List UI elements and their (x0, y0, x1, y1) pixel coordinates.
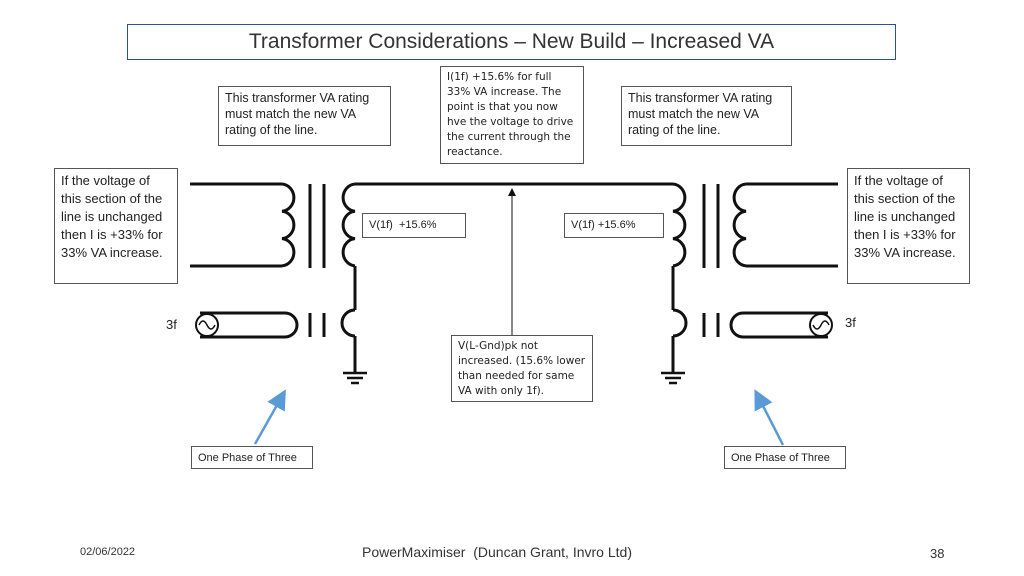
footer-date: 02/06/2022 (80, 546, 136, 558)
right-phase-arrow (754, 389, 785, 446)
right-phase-label: One Phase of Three (724, 446, 846, 469)
left-phase-label: One Phase of Three (191, 446, 313, 469)
current-note: I(1f) +15.6% for full 33% VA increase. T… (440, 66, 584, 164)
left-phase-arrow (253, 389, 286, 445)
left-source-label: 3f (166, 317, 177, 332)
right-voltage-note: If the voltage of this section of the li… (847, 168, 970, 284)
footer-center: PowerMaximiser (Duncan Grant, Invro Ltd) (362, 544, 632, 560)
vlgnd-note: V(L-Gnd)pk not increased. (15.6% lower t… (451, 335, 593, 402)
right-v1f-label: V(1f) +15.6% (564, 213, 664, 238)
page-number: 38 (930, 546, 945, 561)
left-v1f-label: V(1f) +15.6% (362, 213, 466, 238)
left-transformer (188, 182, 369, 385)
slide-title: Transformer Considerations – New Build –… (127, 24, 896, 60)
right-transformer (659, 182, 840, 385)
left-voltage-note: If the voltage of this section of the li… (54, 168, 178, 284)
right-source-label: 3f (845, 315, 856, 330)
left-transformer-note: This transformer VA rating must match th… (218, 86, 391, 146)
right-transformer-note: This transformer VA rating must match th… (621, 86, 792, 146)
